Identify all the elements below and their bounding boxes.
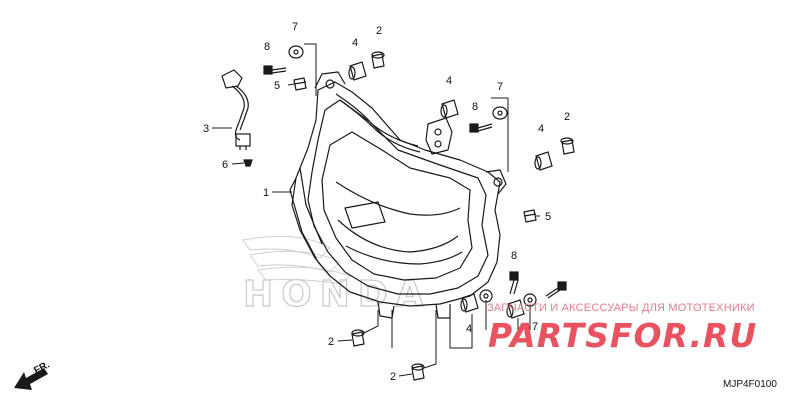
callout-4-top: 4 [352,37,358,49]
grommet-part-4-mid [440,99,459,119]
callout-8-top: 8 [264,41,270,53]
screw-part-6 [243,159,253,167]
shop-watermark-text: ЗАПЧАСТИ И АКСЕССУАРЫ ДЛЯ МОТОТЕХНИКИ [487,302,755,314]
callout-5-top: 5 [274,80,280,92]
collar-part-2-right [560,137,575,155]
collar-part-2-bottom-left [351,329,365,347]
callout-7-mid: 7 [497,81,503,93]
callout-5-right: 5 [545,211,551,223]
callout-4-right: 4 [538,123,544,135]
bolt-part-8-bottom-left [509,271,519,295]
callout-1: 1 [263,187,269,199]
callout-3: 3 [203,123,209,135]
grommet-part-4-bottom-left [460,293,479,313]
callout-4-mid: 4 [446,75,452,87]
collar-part-2-top [371,51,385,69]
diagram-code: MJP4F0100 [723,379,777,390]
grommet-part-4-bottom-right [506,299,525,319]
front-arrow: FR. [14,359,52,390]
bolt-part-8-top [263,65,287,75]
callout-2-bottom-right: 2 [390,371,396,383]
front-arrow-label: FR. [32,359,52,376]
callout-2-top: 2 [376,25,382,37]
washer-part-7-mid [492,106,508,120]
callouts: 1 2 2 2 2 3 4 4 4 4 4 5 5 6 7 7 7 8 8 8 [203,21,570,383]
collar-part-2-bottom-right [411,363,425,381]
clip-nut-part-5-right [523,209,537,223]
callout-2-right: 2 [564,111,570,123]
bolt-part-8-mid [469,123,493,133]
callout-7-bottom: 7 [532,321,538,333]
grommet-part-4-top [348,61,367,81]
callout-2-bottom-left: 2 [328,336,334,348]
callout-8-mid: 8 [472,101,478,113]
honda-watermark: HONDA [242,235,424,316]
washer-part-7-top [288,45,304,59]
sub-harness-part [221,69,251,150]
grommet-part-4-right [534,151,553,171]
callout-8-bottom: 8 [511,250,517,262]
callout-4-bottom-left: 4 [466,323,472,335]
leader-lines [212,43,540,377]
clip-nut-part-5-top [293,77,307,91]
brand-watermark: PARTSFOR.RU [488,316,758,355]
callout-4-bottom-right: 4 [512,334,518,346]
callout-6: 6 [222,159,228,171]
callout-7-top: 7 [292,21,298,33]
bolt-part-8-bottom-right [545,281,567,299]
